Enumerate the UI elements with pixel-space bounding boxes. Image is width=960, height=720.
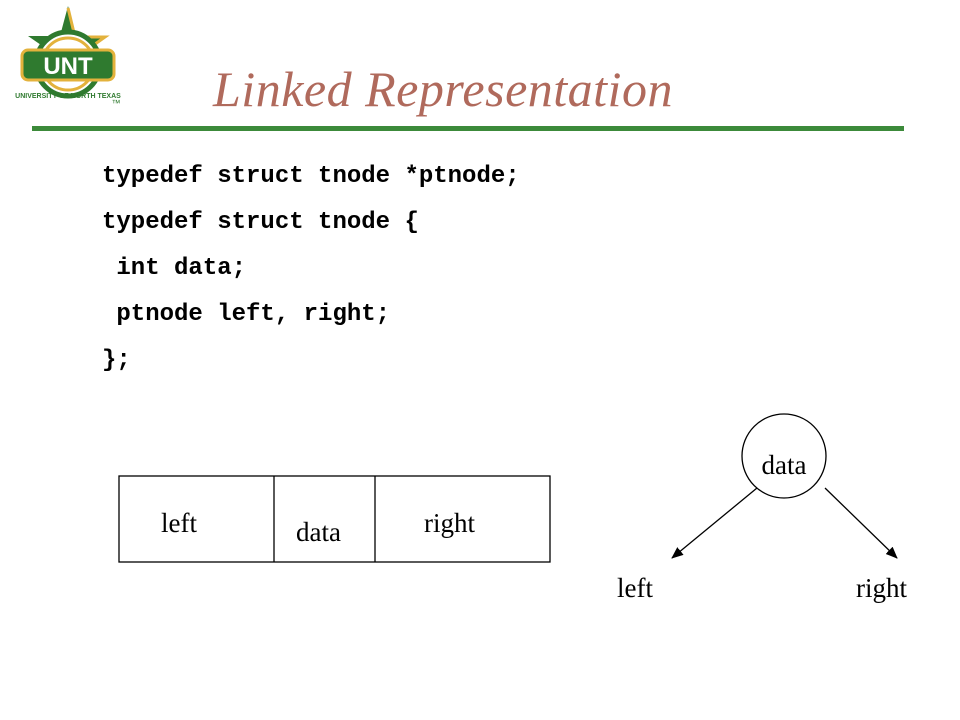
logo-text: UNT bbox=[43, 53, 93, 80]
right-pointer-arrow bbox=[824, 487, 898, 559]
record-right-label: right bbox=[424, 508, 475, 538]
left-pointer-arrow bbox=[671, 487, 758, 559]
code-block: typedef struct tnode *ptnode; typedef str… bbox=[102, 154, 520, 384]
code-line: int data; bbox=[102, 255, 247, 282]
slide-title: Linked Representation bbox=[213, 61, 673, 117]
code-line: typedef struct tnode { bbox=[102, 209, 419, 236]
tree-node-circle bbox=[741, 413, 827, 499]
tree-right-label: right bbox=[856, 573, 907, 603]
code-line: ptnode left, right; bbox=[102, 301, 391, 328]
tree-data-label: data bbox=[762, 450, 807, 480]
node-record-box: left data right bbox=[118, 475, 551, 563]
record-outline bbox=[118, 475, 551, 563]
code-line: typedef struct tnode *ptnode; bbox=[102, 163, 520, 190]
logo-ring-text: UNIVERSITY OF NORTH TEXAS bbox=[15, 93, 121, 100]
logo-trademark: ™ bbox=[112, 98, 121, 108]
tree-node: data left right bbox=[617, 413, 907, 603]
code-line: }; bbox=[102, 347, 131, 374]
title-rule bbox=[32, 126, 904, 131]
unt-logo: UNT UNIVERSITY OF NORTH TEXAS ™ bbox=[15, 6, 121, 108]
tree-left-label: left bbox=[617, 573, 653, 603]
record-left-label: left bbox=[161, 508, 197, 538]
record-data-label: data bbox=[296, 517, 341, 547]
